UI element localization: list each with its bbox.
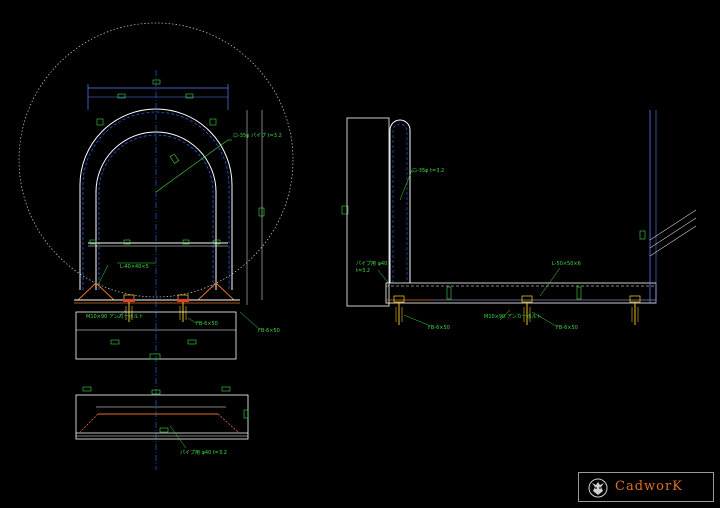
side-fb-label-1: FB-6×50 bbox=[428, 325, 450, 331]
lion-head-icon bbox=[588, 478, 608, 498]
front-bolt-label: M10×90 アンカーボルト bbox=[86, 313, 144, 320]
swing-circle bbox=[18, 22, 294, 298]
anchor-bolt-side-2 bbox=[521, 295, 533, 325]
arch-inner bbox=[95, 131, 217, 290]
front-fb-label-2: FB-6×50 bbox=[258, 328, 280, 334]
anchor-bolt-side-1 bbox=[393, 295, 405, 325]
plan-pipe-label: パイプ用 φ40 t=3.2 bbox=[180, 450, 227, 456]
side-post-label-1: パイプ用 φ40 bbox=[356, 261, 387, 267]
side-pipe-label: ロ-35φ t=3.2 bbox=[412, 168, 444, 174]
front-pipe-label: ロ-35φ パイプ t=3.2 bbox=[233, 133, 282, 139]
logo-text: CadworK bbox=[615, 479, 683, 494]
side-view: ロ-35φ t=3.2 パイプ用 φ40 t=3.2 L-50×50×6 bbox=[341, 110, 697, 331]
front-bar-label: L-40×40×5 bbox=[120, 264, 149, 270]
front-fb-label: FB-6×50 bbox=[196, 321, 218, 327]
side-beam-label: L-50×50×6 bbox=[552, 261, 581, 267]
arch-outer bbox=[79, 108, 233, 290]
side-post-label-2: t=3.2 bbox=[356, 268, 370, 274]
plan-view: パイプ用 φ40 t=3.2 bbox=[75, 386, 249, 456]
anchor-bolt-side-3 bbox=[629, 295, 641, 325]
cadwork-logo[interactable]: CadworK bbox=[578, 472, 714, 502]
side-bolt-label: M10×90 アンカーボルト bbox=[484, 313, 542, 320]
side-pipe bbox=[389, 119, 411, 283]
front-view: ロ-35φ パイプ t=3.2 L-4 bbox=[18, 22, 294, 470]
side-fb-label-2: FB-6×50 bbox=[556, 325, 578, 331]
